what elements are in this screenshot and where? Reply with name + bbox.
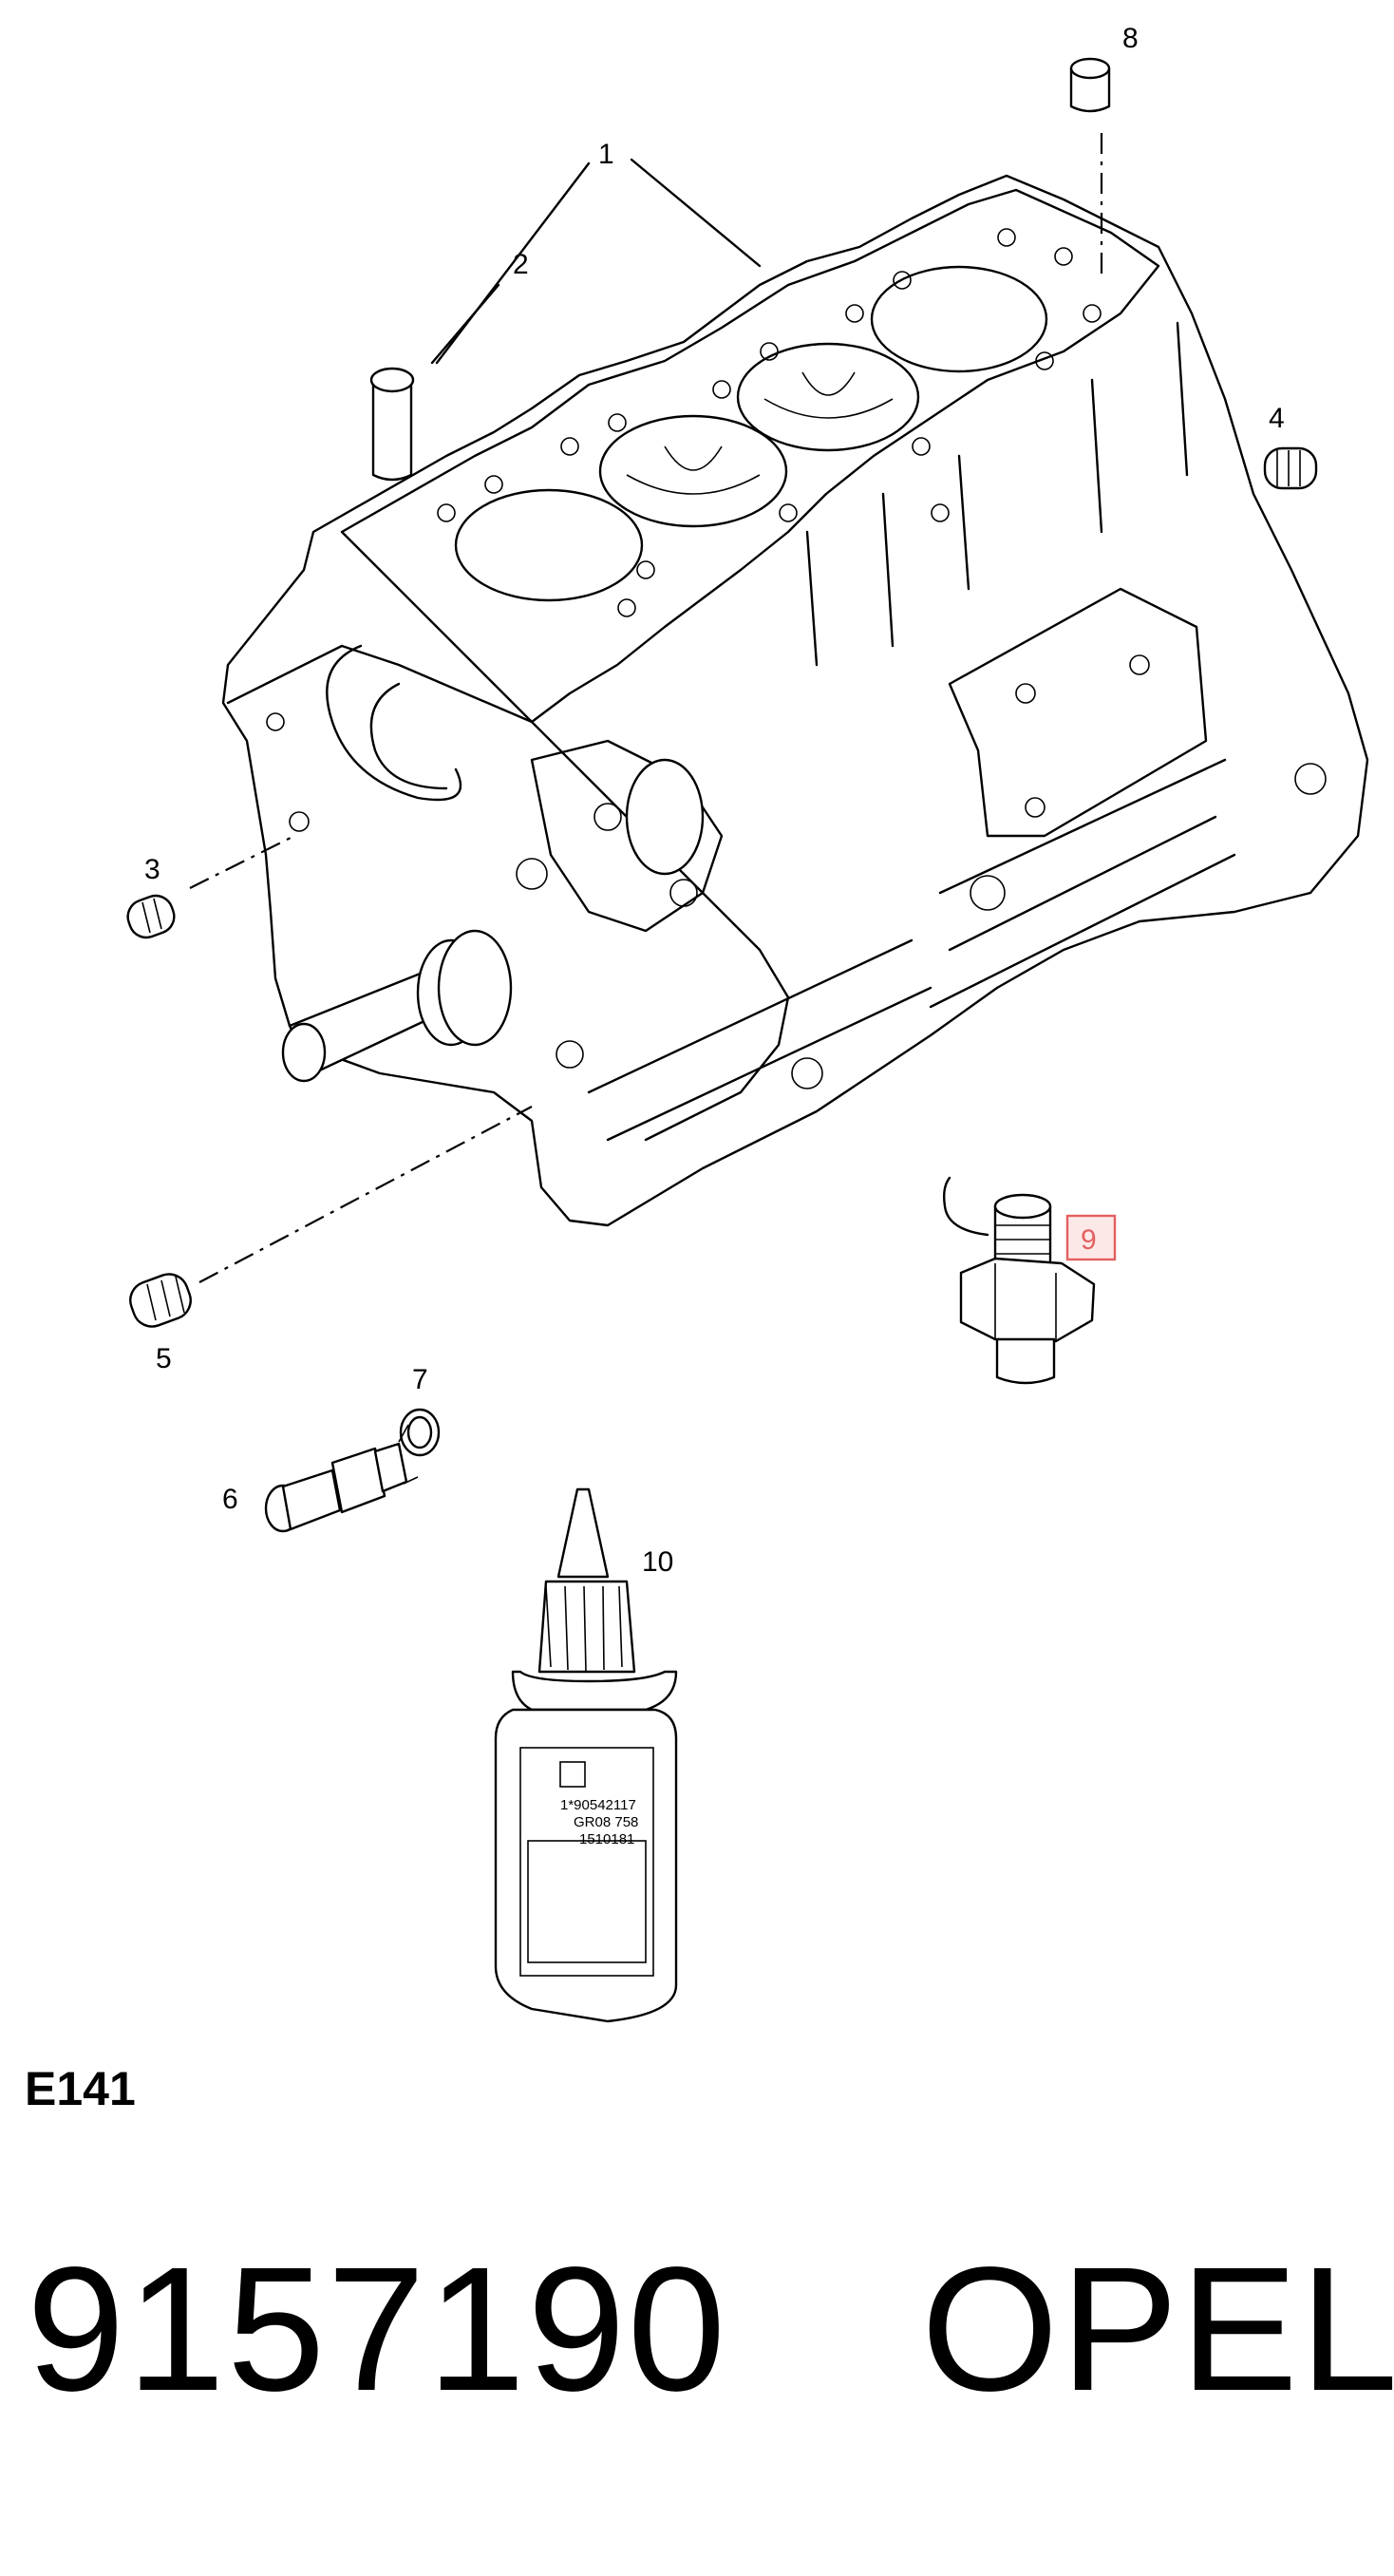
callout-9: 9 [1081,1224,1097,1256]
callout-2: 2 [513,249,529,280]
callout-3: 3 [144,854,160,885]
engine-block [221,174,1369,1227]
bottle-label-line-2: GR08 758 [574,1814,638,1830]
bottle-label-line-3: 1510181 [579,1831,634,1847]
callout-4: 4 [1269,403,1285,434]
part-6-sensor [264,1424,419,1533]
part-9-oil-pressure-switch [942,1176,1096,1385]
part-10-sealant-bottle [494,1487,678,2023]
callout-8: 8 [1122,23,1139,54]
leader-lines [430,158,762,365]
bottle-label-line-1: 1*90542117 [560,1797,636,1813]
brand-name: OPEL [921,2231,1394,2428]
callout-9-highlight: 9 [1065,1214,1117,1261]
callout-7: 7 [412,1364,428,1395]
part-8-plug [1069,57,1111,113]
part-3-threaded-plug [126,894,176,939]
diagram-code: E141 [25,2062,136,2115]
callout-10: 10 [642,1546,673,1578]
part-number: 9157190 [27,2231,728,2428]
callout-6: 6 [222,1484,238,1515]
part-2-dowel-bolt [369,367,415,482]
part-5-threaded-plug [129,1273,192,1328]
callout-1: 1 [598,139,614,170]
callout-5: 5 [156,1343,172,1374]
part-4-threaded-plug [1263,446,1318,490]
part-7-seal-ring [399,1408,441,1457]
crankshaft-nose [281,929,513,1083]
